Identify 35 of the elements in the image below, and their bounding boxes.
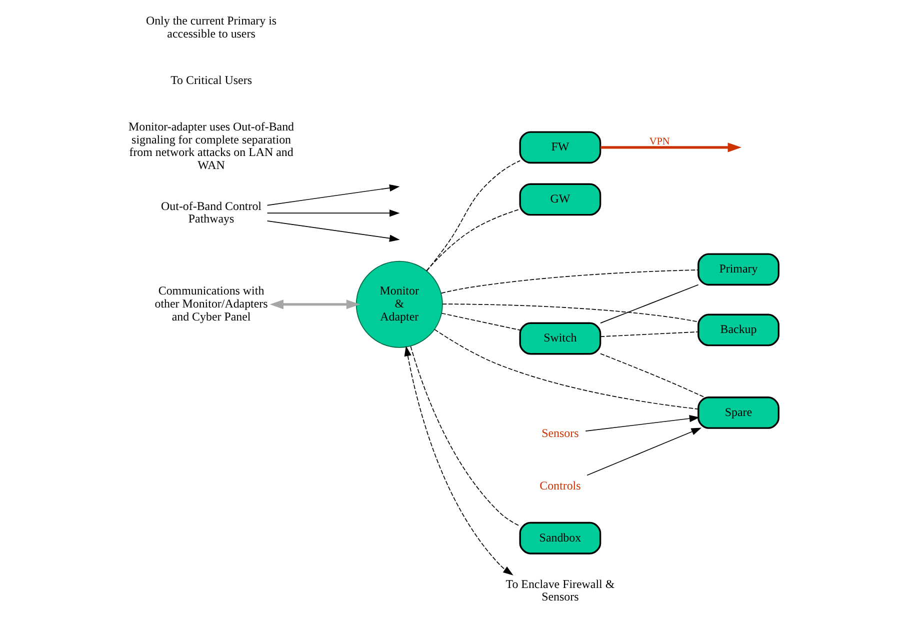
connector xyxy=(599,353,704,398)
node-circle: Monitor & Adapter xyxy=(355,260,442,348)
arrow xyxy=(266,210,400,217)
node-box: GW xyxy=(518,183,601,216)
edge-label: VPN xyxy=(648,136,670,148)
connector xyxy=(600,331,698,338)
connector xyxy=(440,270,698,294)
connector xyxy=(434,329,698,410)
node-text: To Enclave Firewall & Sensors xyxy=(505,576,614,604)
connector xyxy=(440,312,520,331)
arrow xyxy=(269,300,360,310)
node-box: Switch xyxy=(518,322,601,355)
arrow xyxy=(586,428,702,476)
node-box: Spare xyxy=(697,396,779,429)
node-box: Backup xyxy=(697,314,779,346)
node-text: Communications with other Monitor/Adapters and Cyber Panel xyxy=(154,284,268,324)
node-text: Out-of-Band Control Pathways xyxy=(160,198,262,226)
arrow xyxy=(266,220,400,242)
connector xyxy=(410,346,520,526)
arrow xyxy=(266,184,400,206)
arrow xyxy=(584,414,700,432)
connector xyxy=(600,284,698,324)
connector xyxy=(426,208,520,272)
node-box: Primary xyxy=(697,253,779,286)
node-text: Controls xyxy=(539,478,580,492)
arrow xyxy=(600,142,741,152)
node-text: Sensors xyxy=(541,426,578,440)
node-box: FW xyxy=(518,131,601,164)
label: Monitor-adapter uses Out-of-Band signaling for complete separation from network attacks on LAN and WAN xyxy=(128,120,294,172)
node-box: Sandbox xyxy=(518,522,601,554)
label: To Critical Users xyxy=(170,73,252,88)
arrow xyxy=(404,346,513,576)
connector xyxy=(426,160,520,272)
connector xyxy=(442,304,698,322)
label: Only the current Primary is accessible to users xyxy=(145,14,276,41)
